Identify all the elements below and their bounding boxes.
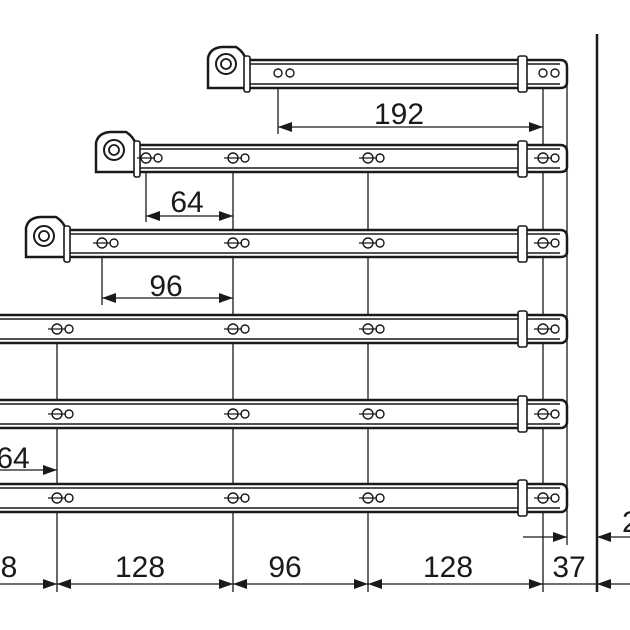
- screw-hole: [359, 492, 385, 504]
- mounting-holes: [48, 152, 560, 504]
- screw-hole: [534, 152, 560, 164]
- screw-hole: [48, 408, 74, 420]
- dimension-chain-bottom: 8 128 96 128 37: [0, 551, 630, 589]
- screw-hole: [359, 152, 385, 164]
- dimension-96-upper: 96: [102, 270, 233, 303]
- runner-rail-6: [0, 479, 569, 517]
- runner-rail-2: [94, 130, 569, 178]
- dimension-bottom-5: 37: [552, 551, 585, 584]
- dimension-64-upper-label: 64: [170, 186, 203, 219]
- screw-hole: [285, 68, 295, 78]
- screw-hole: [359, 408, 385, 420]
- screw-hole: [534, 237, 560, 249]
- runner-rail-5: [0, 395, 569, 433]
- screw-hole: [359, 323, 385, 335]
- screw-hole: [534, 323, 560, 335]
- dimension-192: 192: [278, 98, 543, 132]
- dimension-64-upper: 64: [146, 186, 233, 221]
- screw-hole: [224, 408, 250, 420]
- screw-hole: [224, 492, 250, 504]
- screw-hole: [273, 68, 283, 78]
- screw-hole: [538, 68, 548, 78]
- screw-hole: [224, 323, 250, 335]
- dimension-bottom-2: 128: [115, 551, 165, 584]
- screw-hole: [48, 323, 74, 335]
- dimension-bottom-1: 8: [1, 551, 18, 584]
- screw-hole: [48, 492, 74, 504]
- dimension-192-label: 192: [374, 98, 424, 131]
- dimension-64-left-label: 64: [0, 442, 30, 475]
- runner-rail-3: [24, 215, 569, 263]
- screw-hole: [137, 152, 163, 164]
- screw-hole: [534, 408, 560, 420]
- dimension-bottom-4: 128: [423, 551, 473, 584]
- runner-rail-1: [206, 45, 569, 93]
- runner-rail-4: [0, 310, 569, 348]
- screw-hole: [93, 237, 119, 249]
- screw-hole: [359, 237, 385, 249]
- screw-hole: [534, 492, 560, 504]
- dimension-right-partial: 2: [523, 506, 630, 542]
- dimension-64-left: 64: [0, 442, 57, 475]
- dimension-96-upper-label: 96: [149, 270, 182, 303]
- dimension-bottom-3: 96: [268, 551, 301, 584]
- dimension-right-label: 2: [622, 506, 630, 539]
- screw-hole: [550, 68, 560, 78]
- screw-hole: [224, 237, 250, 249]
- screw-hole: [224, 152, 250, 164]
